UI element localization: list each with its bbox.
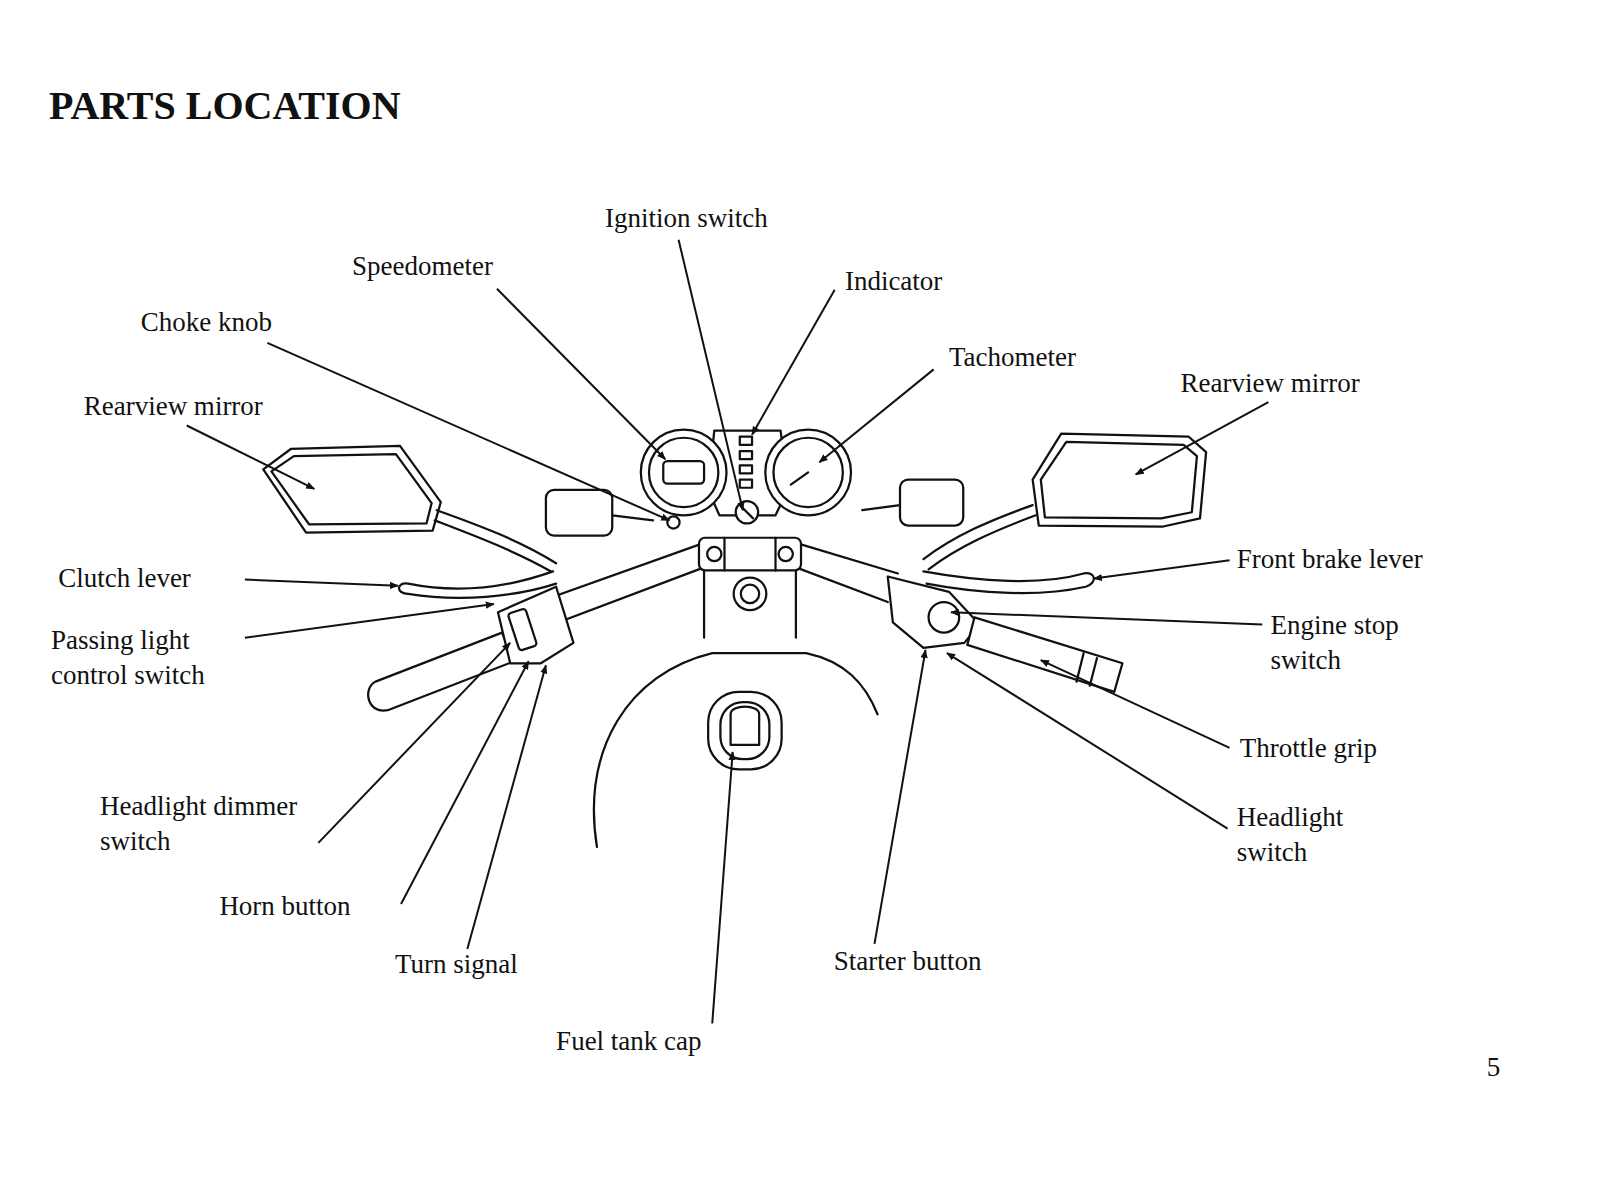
left-mirror [263, 446, 556, 572]
leader-arrow [467, 665, 546, 949]
leader-arrow [951, 612, 1262, 624]
part-label: Turn signal [395, 947, 518, 982]
part-label: Starter button [834, 944, 982, 979]
part-label: Front brake lever [1237, 542, 1423, 577]
leader-arrow [819, 369, 933, 462]
steering-stem [699, 538, 801, 638]
part-label: Passing light control switch [51, 623, 255, 693]
leader-arrow [874, 650, 925, 944]
leader-arrow [401, 661, 529, 904]
leader-arrow [1041, 660, 1230, 748]
part-label: Clutch lever [58, 561, 191, 596]
fuel-tank [594, 653, 878, 847]
instrument-cluster [641, 430, 851, 529]
part-label: Speedometer [352, 249, 493, 284]
leader-arrow [752, 290, 835, 435]
page-title: PARTS LOCATION [49, 82, 401, 130]
part-label: Rearview mirror [1181, 366, 1360, 401]
leader-arrow [245, 604, 494, 638]
leader-arrow [1094, 560, 1230, 578]
leader-arrow [497, 289, 665, 459]
leader-arrow [245, 580, 398, 586]
leader-arrow [947, 653, 1228, 829]
leader-arrow [318, 643, 510, 843]
page-number: 5 [1487, 1050, 1501, 1085]
leader-arrow [679, 240, 743, 510]
part-label: Tachometer [949, 340, 1076, 375]
leader-arrow [267, 343, 669, 521]
part-label: Choke knob [141, 305, 272, 340]
part-label: Rearview mirror [84, 389, 263, 424]
right-mirror [923, 434, 1206, 570]
leader-arrow [1136, 402, 1269, 474]
leader-arrow [187, 426, 315, 489]
part-label: Headlight switch [1237, 800, 1400, 870]
part-label: Horn button [219, 889, 350, 924]
leader-arrow [712, 752, 732, 1023]
part-label: Headlight dimmer switch [100, 789, 330, 859]
part-label: Fuel tank cap [556, 1024, 701, 1059]
part-label: Engine stop switch [1270, 608, 1459, 678]
part-label: Throttle grip [1240, 731, 1377, 766]
part-label: Ignition switch [605, 201, 768, 236]
part-label: Indicator [845, 264, 942, 299]
